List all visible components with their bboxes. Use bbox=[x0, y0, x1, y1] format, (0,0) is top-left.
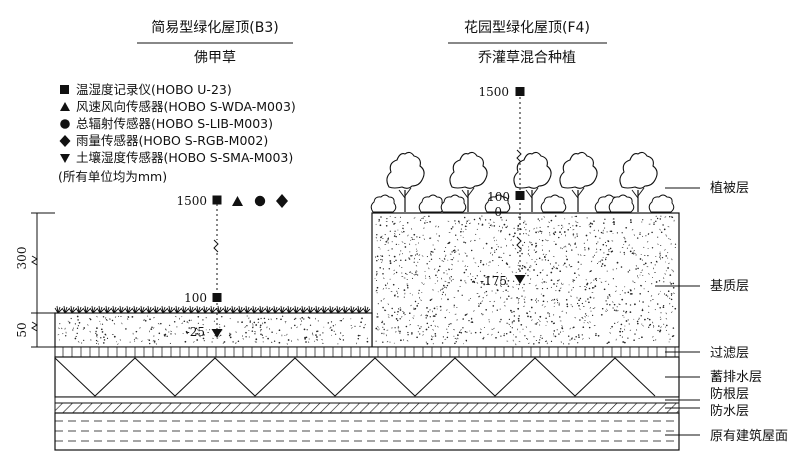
label-filter-layer: 过滤层 bbox=[710, 346, 749, 361]
right-substrate-block bbox=[371, 212, 680, 348]
legend-diamond-icon bbox=[59, 135, 71, 147]
right-depth-175-label: -175 bbox=[480, 274, 507, 288]
layer-callouts: 植被层 基质层 过滤层 蓄排水层 防根层 防水层 原有建筑屋面 bbox=[655, 181, 788, 444]
legend-item-soil: 土壤湿度传感器(HOBO S-SMA-M003) bbox=[76, 150, 293, 165]
left-wind-sensor-icon bbox=[232, 196, 243, 206]
left-soil-sensor-icon bbox=[211, 329, 223, 338]
legend-item-radiation: 总辐射传感器(HOBO S-LIB-M003) bbox=[76, 116, 273, 131]
label-vegetation-layer: 植被层 bbox=[710, 181, 749, 196]
label-drainage-layer: 蓄排水层 bbox=[710, 370, 762, 385]
right-height-100-label: 100 bbox=[487, 190, 510, 204]
right-logger-top-icon bbox=[515, 87, 525, 96]
left-depth-25-label: -25 bbox=[186, 325, 205, 339]
label-substrate-layer: 基质层 bbox=[710, 279, 749, 294]
legend-square-icon bbox=[60, 85, 69, 94]
legend-circle-icon bbox=[60, 119, 70, 129]
left-rain-sensor-icon bbox=[276, 194, 288, 208]
left-header-title: 简易型绿化屋顶(B3) bbox=[151, 19, 278, 36]
legend-item-wind: 风速风向传感器(HOBO S-WDA-M003) bbox=[76, 99, 296, 114]
right-soil-sensor-icon bbox=[514, 275, 526, 284]
legend-item-logger: 温湿度记录仪(HOBO U-23) bbox=[76, 82, 232, 97]
left-header-subtitle: 佛甲草 bbox=[194, 50, 236, 66]
left-logger-mid-icon bbox=[212, 293, 222, 302]
drainage-layer bbox=[54, 356, 680, 398]
right-shrubs bbox=[370, 194, 675, 213]
right-header-subtitle: 乔灌草混合种植 bbox=[478, 50, 576, 66]
left-substrate-texture bbox=[57, 315, 369, 345]
waterproof-layer bbox=[54, 402, 680, 414]
legend-item-rain: 雨量传感器(HOBO S-RGB-M002) bbox=[76, 133, 268, 148]
legend-triangle-up-icon bbox=[60, 102, 70, 111]
right-logger-mid-icon bbox=[515, 191, 525, 200]
label-root-barrier-layer: 防根层 bbox=[710, 386, 749, 402]
dimension-50-label: 50 bbox=[15, 322, 29, 337]
left-logger-top-icon bbox=[212, 195, 222, 205]
right-sensor-pole: 1500 100 0 -175 bbox=[478, 85, 526, 288]
legend: 温湿度记录仪(HOBO U-23) 风速风向传感器(HOBO S-WDA-M00… bbox=[58, 82, 296, 184]
label-existing-roof: 原有建筑屋面 bbox=[710, 428, 788, 444]
label-waterproof-layer: 防水层 bbox=[710, 403, 749, 419]
root-barrier-layer bbox=[54, 396, 680, 404]
existing-roof-layer bbox=[54, 412, 680, 451]
dimension-line: 300 50 bbox=[15, 212, 55, 348]
right-height-1500-label: 1500 bbox=[478, 85, 509, 99]
right-trees bbox=[386, 151, 658, 212]
filter-layer bbox=[54, 346, 680, 358]
dimension-300-label: 300 bbox=[15, 247, 29, 270]
right-height-0-label: 0 bbox=[494, 205, 502, 219]
left-radiation-sensor-icon bbox=[254, 195, 266, 207]
legend-triangle-down-icon bbox=[60, 154, 70, 163]
right-substrate-texture bbox=[374, 215, 677, 346]
left-height-1500-label: 1500 bbox=[176, 194, 207, 208]
right-header-title: 花园型绿化屋顶(F4) bbox=[464, 20, 590, 36]
legend-unit-note: (所有单位均为mm) bbox=[58, 169, 167, 184]
left-height-100-label: 100 bbox=[184, 291, 207, 305]
left-sedum-plants bbox=[54, 305, 371, 314]
left-sensor-pole: 1500 100 -25 bbox=[176, 194, 288, 339]
